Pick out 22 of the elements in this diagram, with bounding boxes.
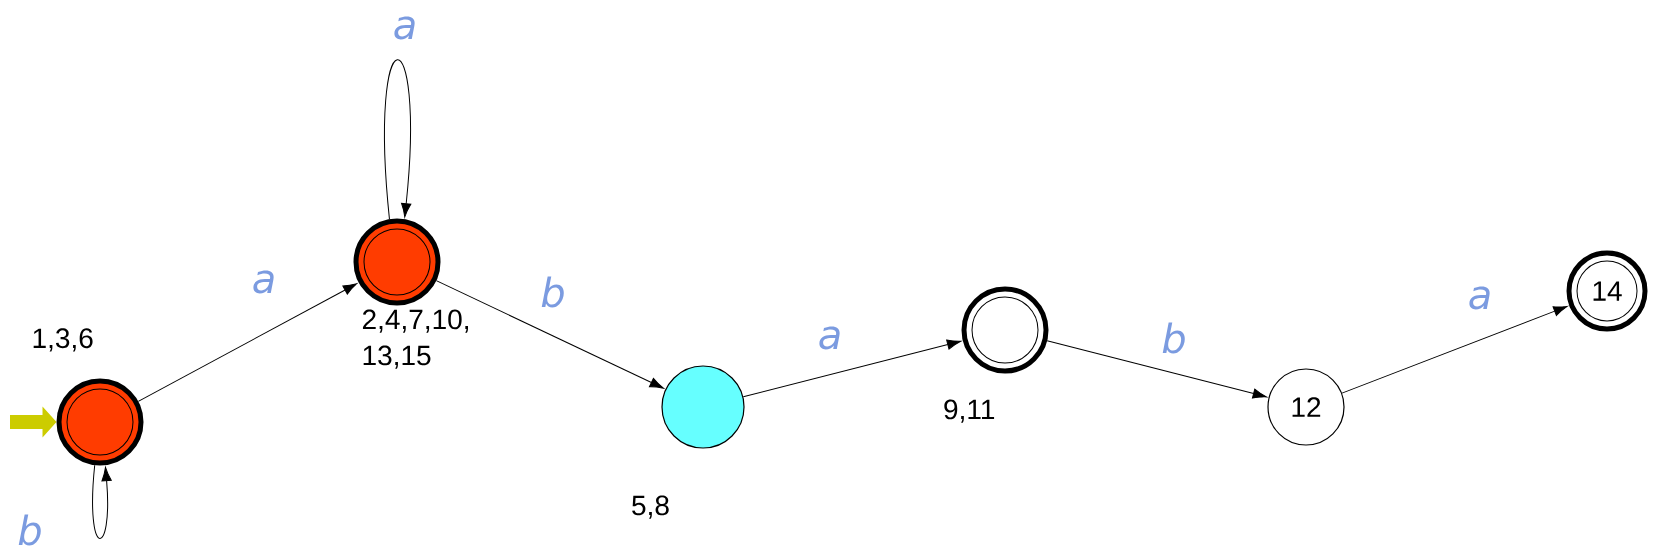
arrow bbox=[435, 280, 664, 389]
state-label: 1,3,6 bbox=[33, 328, 93, 352]
edge-label: b bbox=[1162, 322, 1185, 354]
edge-label: a bbox=[819, 326, 840, 350]
edge-label: b bbox=[18, 514, 41, 546]
state-label: 2,4,7,10, 13,15 bbox=[362, 309, 468, 369]
accept-state-circle bbox=[961, 286, 1049, 374]
loop-arrow bbox=[92, 464, 112, 539]
state-label: 5,8 bbox=[632, 495, 669, 519]
edge-label: a bbox=[1469, 286, 1490, 310]
arrow bbox=[742, 339, 962, 398]
state-label: 9,11 bbox=[944, 399, 995, 423]
loop-arrow bbox=[383, 59, 412, 220]
edge-label: b bbox=[541, 276, 564, 308]
arrow bbox=[1341, 305, 1568, 394]
arrow bbox=[137, 283, 358, 402]
accept-state-circle bbox=[56, 378, 144, 466]
state-circle bbox=[661, 365, 745, 449]
edge-label: a bbox=[394, 16, 415, 40]
accept-state-circle bbox=[353, 218, 441, 306]
arrow bbox=[1046, 340, 1267, 399]
edge-label: a bbox=[253, 270, 274, 294]
